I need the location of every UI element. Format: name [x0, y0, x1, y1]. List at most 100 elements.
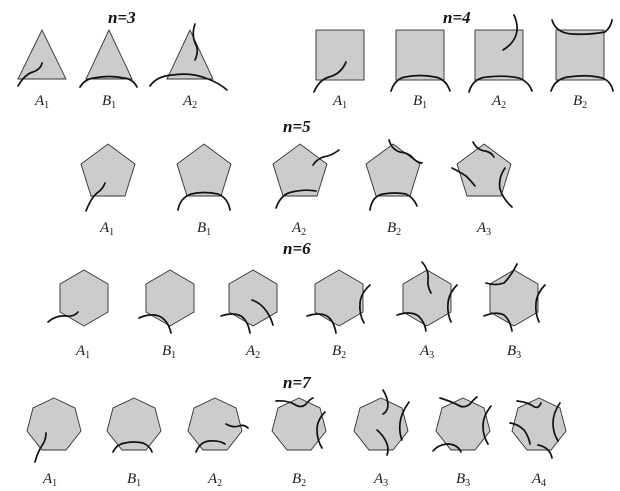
label-n5-a1: A1	[99, 220, 114, 238]
boundary-curve	[537, 444, 553, 459]
row-title-n7: n=7	[283, 373, 312, 392]
diagram-n3-b1	[79, 28, 138, 88]
boundary-curve	[275, 397, 314, 408]
label-letter: A	[245, 343, 256, 359]
row-title-n5: n=5	[283, 117, 311, 136]
heptagon-shape	[435, 397, 491, 451]
hexagon-shape	[314, 269, 364, 327]
diagram-n4-b2	[550, 19, 614, 92]
pentagon-shape	[365, 143, 421, 197]
boundary-curve	[432, 443, 462, 453]
boundary-curve	[451, 167, 476, 187]
boundary-curve	[85, 182, 106, 212]
boundary-curve	[550, 74, 614, 92]
label-letter: B	[387, 220, 396, 236]
square-shape	[555, 29, 605, 81]
label-n6-a3: A3	[419, 343, 434, 361]
boundary-curve	[306, 313, 337, 334]
diagram-n4-a2	[468, 14, 533, 93]
boundary-curve	[313, 61, 347, 93]
boundary-curve	[498, 167, 513, 208]
label-letter: A	[207, 471, 218, 487]
diagram-n5-a3	[451, 141, 513, 208]
label-n4-b2: B2	[573, 93, 587, 111]
label-letter: B	[456, 471, 465, 487]
diagram-n6-b3	[483, 263, 546, 332]
label-letter: A	[34, 93, 45, 109]
diagram-n6-b2	[306, 269, 371, 334]
boundary-curve	[112, 441, 153, 453]
triangle-shape	[166, 28, 214, 80]
pentagon-shape	[456, 143, 512, 197]
boundary-curve	[225, 423, 249, 429]
boundary-curve	[468, 75, 533, 93]
diagram-n4-b1	[390, 29, 451, 92]
label-subscript: 3	[465, 478, 470, 489]
triangle-shape	[17, 28, 67, 80]
label-n5-a3: A3	[476, 220, 491, 238]
pentagon-shape	[176, 143, 232, 197]
boundary-curve	[138, 314, 172, 334]
heptagon-shape	[106, 397, 162, 451]
diagram-n5-b2	[365, 139, 423, 211]
label-n3-a2: A2	[182, 93, 197, 111]
label-subscript: 3	[429, 350, 434, 361]
label-n5-b2: B2	[387, 220, 401, 238]
label-n6-b2: B2	[332, 343, 346, 361]
boundary-curve	[509, 422, 531, 445]
label-subscript: 1	[85, 350, 90, 361]
boundary-curve	[316, 411, 326, 449]
boundary-curve	[376, 429, 389, 456]
diagram-n3-a2	[149, 23, 228, 91]
diagram-n6-a3	[396, 261, 458, 332]
label-n7-a3: A3	[373, 471, 388, 489]
label-n3-b1: B1	[102, 93, 116, 111]
label-letter: A	[491, 93, 502, 109]
label-letter: A	[182, 93, 193, 109]
heptagon-shape	[187, 397, 243, 451]
diagram-n4-a1	[313, 29, 365, 93]
label-subscript: 1	[136, 478, 141, 489]
label-n5-b1: B1	[197, 220, 211, 238]
diagram-n7-a2	[187, 397, 249, 453]
label-subscript: 2	[501, 100, 506, 111]
label-letter: A	[332, 93, 343, 109]
boundary-curve	[177, 191, 231, 211]
diagram-n7-b1	[106, 397, 162, 453]
boundary-curve	[516, 400, 542, 409]
boundary-curve	[502, 14, 518, 51]
label-n5-a2: A2	[291, 220, 306, 238]
boundary-curve	[390, 74, 451, 92]
boundary-curve	[251, 299, 274, 326]
label-n7-b2: B2	[292, 471, 306, 489]
label-letter: A	[531, 471, 542, 487]
boundary-curve	[34, 432, 47, 463]
label-n7-b1: B1	[127, 471, 141, 489]
diagram-n5-b1	[176, 143, 232, 211]
label-subscript: 3	[486, 227, 491, 238]
boundary-curve	[79, 75, 138, 88]
label-letter: B	[507, 343, 516, 359]
label-n6-a2: A2	[245, 343, 260, 361]
boundary-curve	[439, 396, 478, 408]
boundary-curve	[398, 401, 410, 441]
label-letter: A	[476, 220, 487, 236]
label-letter: B	[573, 93, 582, 109]
boundary-curve	[192, 23, 199, 61]
diagram-n7-a1	[26, 397, 82, 463]
boundary-curve	[47, 311, 79, 323]
boundary-curve	[421, 261, 432, 294]
row-title-n6: n=6	[283, 239, 311, 258]
label-subscript: 1	[44, 100, 49, 111]
square-shape	[395, 29, 445, 81]
pentagon-shape	[272, 143, 328, 197]
label-n6-b1: B1	[162, 343, 176, 361]
label-letter: A	[42, 471, 53, 487]
label-subscript: 1	[111, 100, 116, 111]
hexagon-shape	[489, 269, 539, 327]
hexagon-shape	[145, 269, 195, 327]
diagram-n7-b2	[271, 397, 327, 451]
label-letter: B	[292, 471, 301, 487]
label-letter: A	[291, 220, 302, 236]
label-subscript: 1	[206, 227, 211, 238]
